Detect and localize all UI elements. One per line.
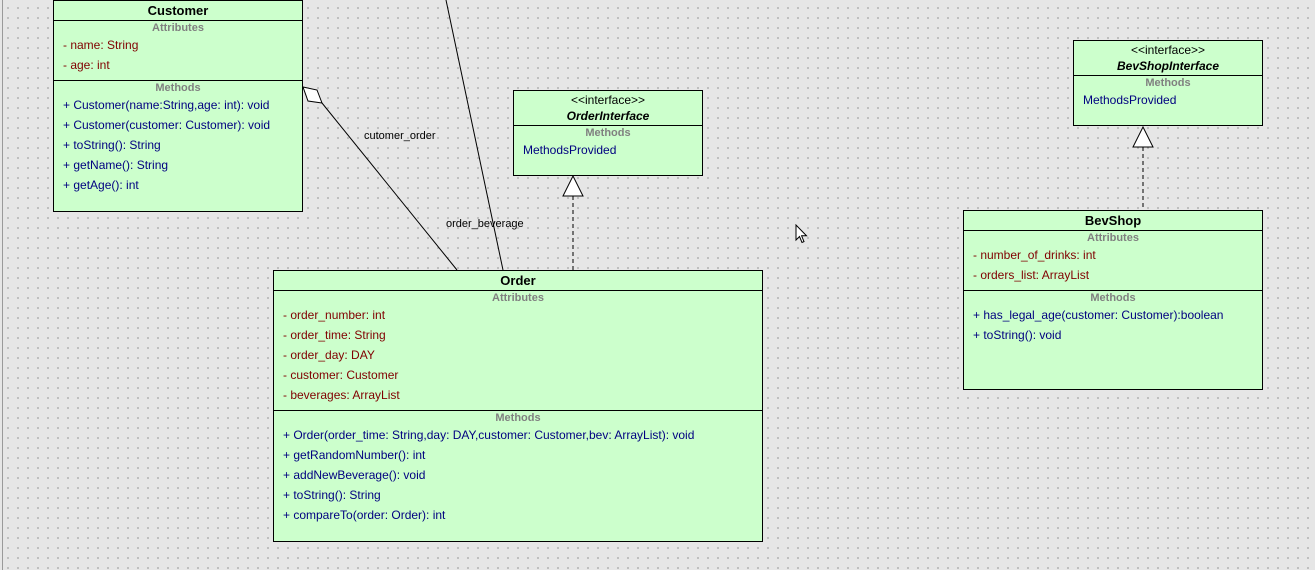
order-realization-arrowhead	[562, 174, 584, 197]
attribute-item: - orders_list: ArrayList	[973, 268, 1090, 282]
methods-provided: MethodsProvided	[523, 143, 617, 157]
order-beverage-line[interactable]	[445, 0, 504, 271]
method-item: + Order(order_time: String,day: DAY,cust…	[283, 428, 695, 442]
interface-name: BevShopInterface	[1074, 58, 1262, 76]
attribute-item: - name: String	[63, 38, 139, 52]
methods-header: Methods	[585, 127, 631, 139]
methods-header: Methods	[495, 412, 541, 424]
method-item: + has_legal_age(customer: Customer):bool…	[973, 308, 1224, 322]
method-item: + getRandomNumber(): int	[283, 448, 426, 462]
method-item: + toString(): String	[63, 138, 161, 152]
interface-stereotype: <<interface>>	[570, 93, 646, 107]
method-item: + Customer(name:String,age: int): void	[63, 98, 270, 112]
canvas-left-border	[2, 0, 3, 570]
section-divider	[54, 80, 302, 81]
method-item: + Customer(customer: Customer): void	[63, 118, 271, 132]
methods-header: Methods	[155, 82, 201, 94]
attributes-header: Attributes	[492, 292, 544, 304]
order-class[interactable]: Order Attributes - order_number: int - o…	[273, 270, 763, 542]
attributes-header: Attributes	[1087, 232, 1139, 244]
bevshop-interface[interactable]: <<interface>> BevShopInterface Methods M…	[1073, 40, 1263, 126]
attributes-header: Attributes	[152, 22, 204, 34]
methods-header: Methods	[1145, 77, 1191, 89]
mouse-cursor-icon	[795, 224, 808, 244]
method-item: + getAge(): int	[63, 178, 139, 192]
class-title: Order	[274, 271, 762, 291]
aggregation-diamond	[302, 86, 323, 104]
method-item: + toString(): void	[973, 328, 1062, 342]
method-item: + toString(): String	[283, 488, 381, 502]
method-item: + compareTo(order: Order): int	[283, 508, 446, 522]
attribute-item: - age: int	[63, 58, 110, 72]
section-divider	[274, 410, 762, 411]
method-item: + addNewBeverage(): void	[283, 468, 426, 482]
attribute-item: - beverages: ArrayList	[283, 388, 400, 402]
order-interface[interactable]: <<interface>> OrderInterface Methods Met…	[513, 90, 703, 176]
interface-stereotype: <<interface>>	[1130, 43, 1206, 57]
section-divider	[964, 290, 1262, 291]
attribute-item: - customer: Customer	[283, 368, 399, 382]
attribute-item: - order_time: String	[283, 328, 386, 342]
interface-name: OrderInterface	[514, 108, 702, 126]
customer-order-line[interactable]	[321, 102, 458, 271]
attribute-item: - number_of_drinks: int	[973, 248, 1096, 262]
methods-header: Methods	[1090, 292, 1136, 304]
class-title: BevShop	[964, 211, 1262, 231]
order-beverage-label: order_beverage	[446, 218, 524, 230]
methods-provided: MethodsProvided	[1083, 93, 1177, 107]
method-item: + getName(): String	[63, 158, 169, 172]
customer-order-label: cutomer_order	[364, 130, 436, 142]
attribute-item: - order_day: DAY	[283, 348, 375, 362]
attribute-item: - order_number: int	[283, 308, 386, 322]
bevshop-realization-arrowhead	[1132, 125, 1154, 148]
bevshop-class[interactable]: BevShop Attributes - number_of_drinks: i…	[963, 210, 1263, 390]
class-title: Customer	[54, 1, 302, 21]
customer-class[interactable]: Customer Attributes - name: String - age…	[53, 0, 303, 212]
